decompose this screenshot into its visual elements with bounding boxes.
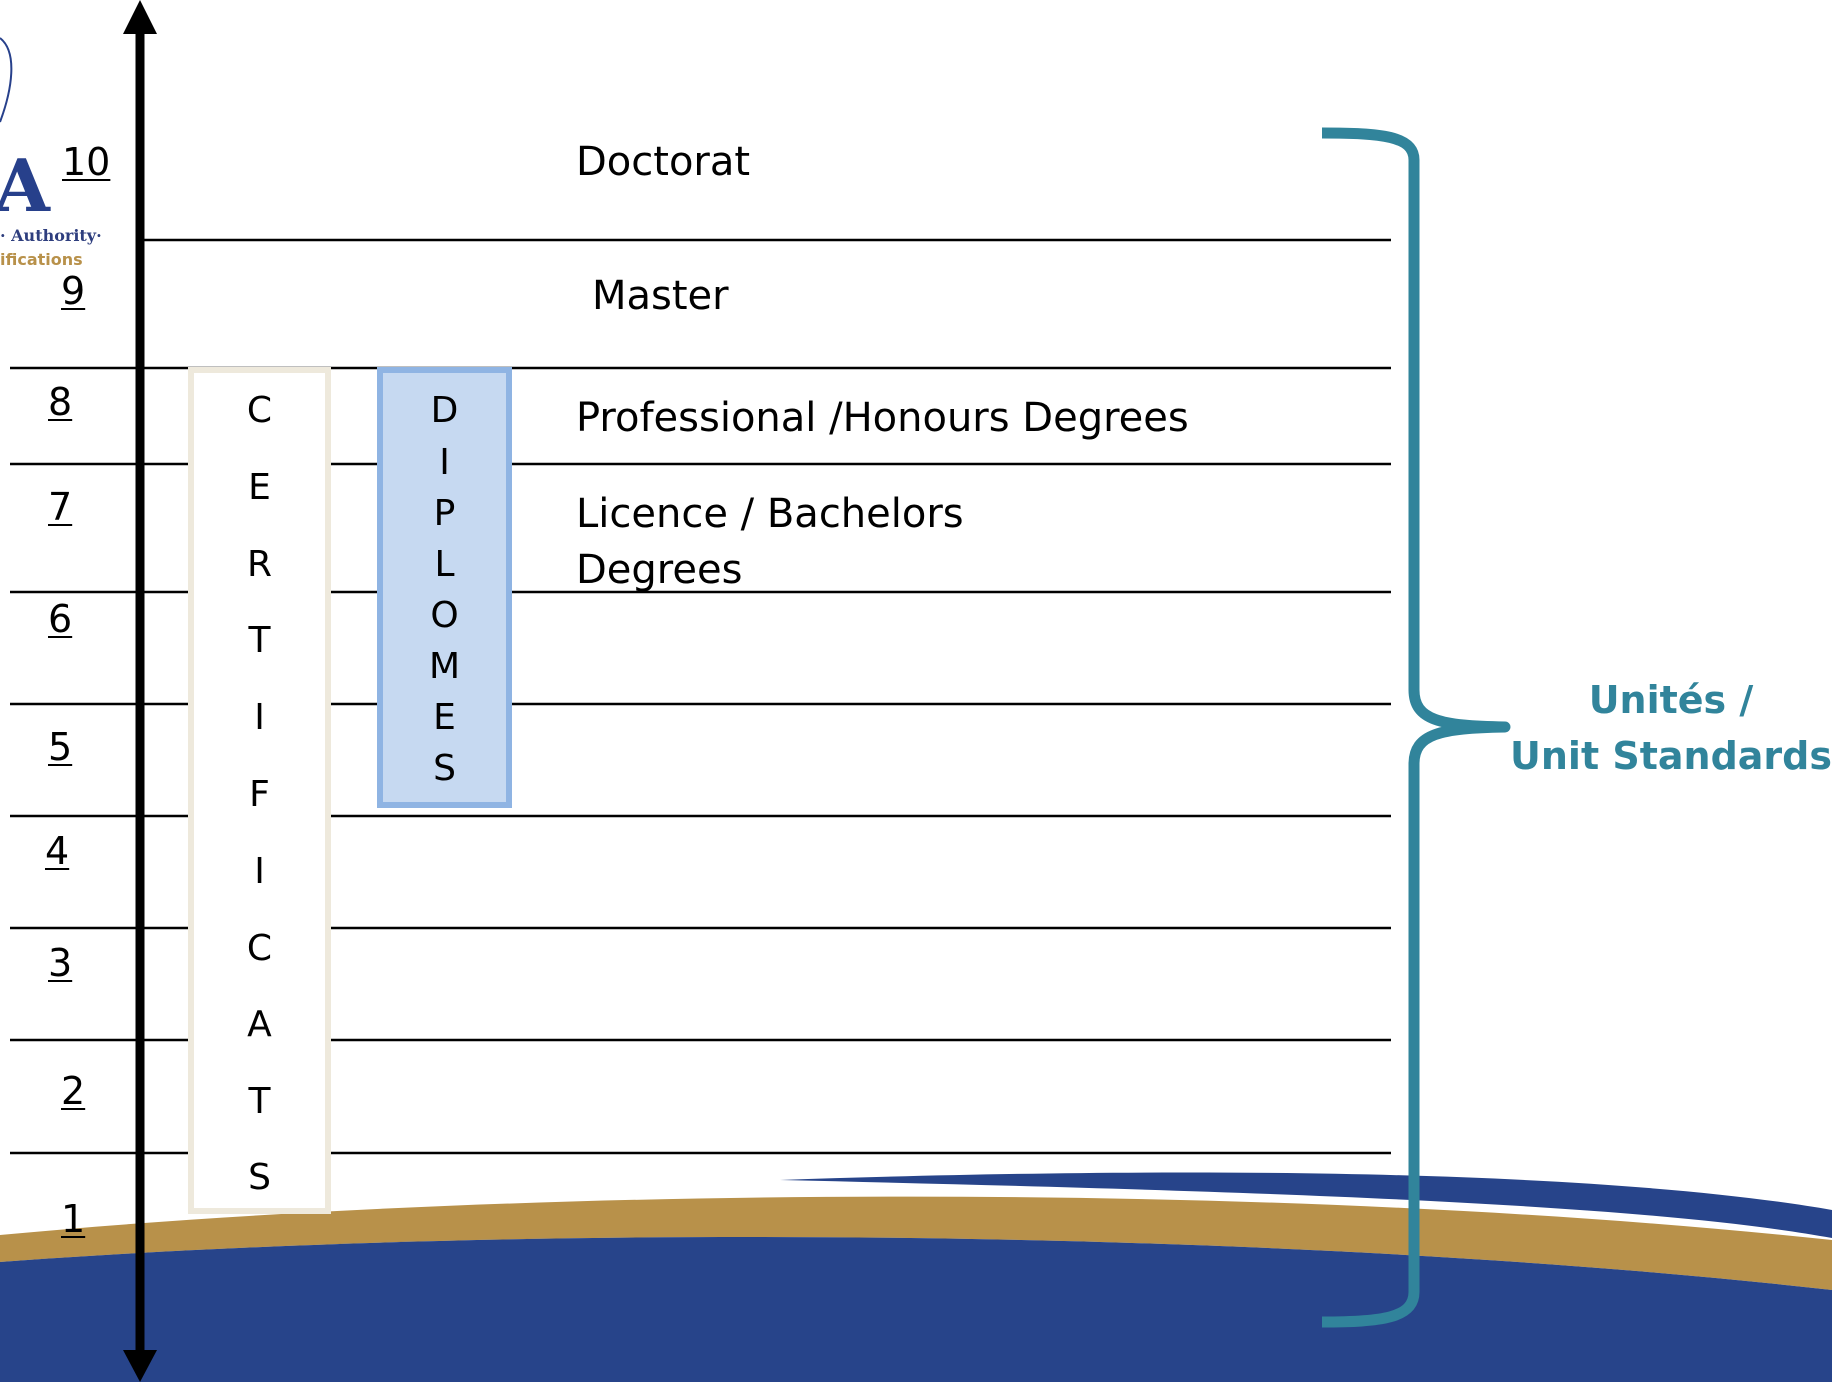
qualification-licence-line2: Degrees bbox=[576, 547, 743, 593]
certificats-letter: R bbox=[246, 544, 272, 585]
wave-gold-band bbox=[0, 1196, 1832, 1290]
diplomes-letter: E bbox=[433, 697, 456, 738]
logo-text-qualifications: ifications bbox=[0, 250, 83, 269]
level-number-9: 9 bbox=[61, 269, 86, 313]
brace-shape bbox=[1321, 127, 1511, 1328]
wave-navy-top bbox=[780, 1172, 1832, 1238]
certificats-letter: C bbox=[246, 928, 273, 969]
logo-text-authority: · Authority· bbox=[0, 226, 102, 245]
diplomes-letter: M bbox=[428, 646, 461, 687]
level-number-7: 7 bbox=[48, 485, 73, 529]
diplomes-letter: L bbox=[434, 544, 455, 585]
axis-arrow-down-icon bbox=[123, 1350, 157, 1382]
level-number-10: 10 bbox=[62, 140, 111, 184]
diplomes-letter: D bbox=[430, 390, 459, 431]
certificats-letter: C bbox=[246, 390, 273, 431]
unit-standards-line2: Unit Standards bbox=[1510, 734, 1832, 778]
qualification-master: Master bbox=[592, 273, 729, 319]
diplomes-letter: I bbox=[439, 442, 450, 483]
certificats-letter: S bbox=[248, 1157, 271, 1198]
certificats-letter: E bbox=[248, 467, 271, 508]
level-number-2: 2 bbox=[61, 1069, 86, 1113]
diplomes-letter: S bbox=[433, 748, 456, 789]
certificats-letter: I bbox=[254, 697, 265, 738]
logo-swoosh bbox=[0, 37, 13, 123]
wave-navy-base bbox=[0, 1237, 1832, 1382]
level-number-4: 4 bbox=[45, 829, 70, 873]
diplomes-letter: O bbox=[430, 595, 459, 636]
certificats-letter: A bbox=[247, 1004, 272, 1045]
level-number-1: 1 bbox=[61, 1197, 86, 1241]
level-number-8: 8 bbox=[48, 380, 73, 424]
certificats-letter: T bbox=[248, 620, 271, 661]
axis-arrow-up-icon bbox=[123, 0, 157, 34]
qualification-professional-honours: Professional /Honours Degrees bbox=[576, 395, 1189, 441]
unit-standards-label: Unités / Unit Standards bbox=[1506, 672, 1832, 784]
certificats-letter: T bbox=[248, 1081, 271, 1122]
level-number-3: 3 bbox=[48, 941, 73, 985]
level-number-5: 5 bbox=[48, 725, 73, 769]
logo-letter: A bbox=[0, 143, 50, 228]
qualification-doctorat: Doctorat bbox=[576, 139, 751, 185]
diplomes-box: D I P L O M E S bbox=[377, 367, 512, 808]
unit-standards-line1: Unités / bbox=[1588, 678, 1754, 722]
certificats-box: C E R T I F I C A T S bbox=[188, 367, 331, 1214]
certificats-letter: F bbox=[249, 774, 270, 815]
diplomes-letter: P bbox=[433, 493, 456, 534]
level-number-6: 6 bbox=[48, 597, 73, 641]
certificats-letter: I bbox=[254, 851, 265, 892]
qualification-licence-line1: Licence / Bachelors bbox=[576, 491, 964, 537]
